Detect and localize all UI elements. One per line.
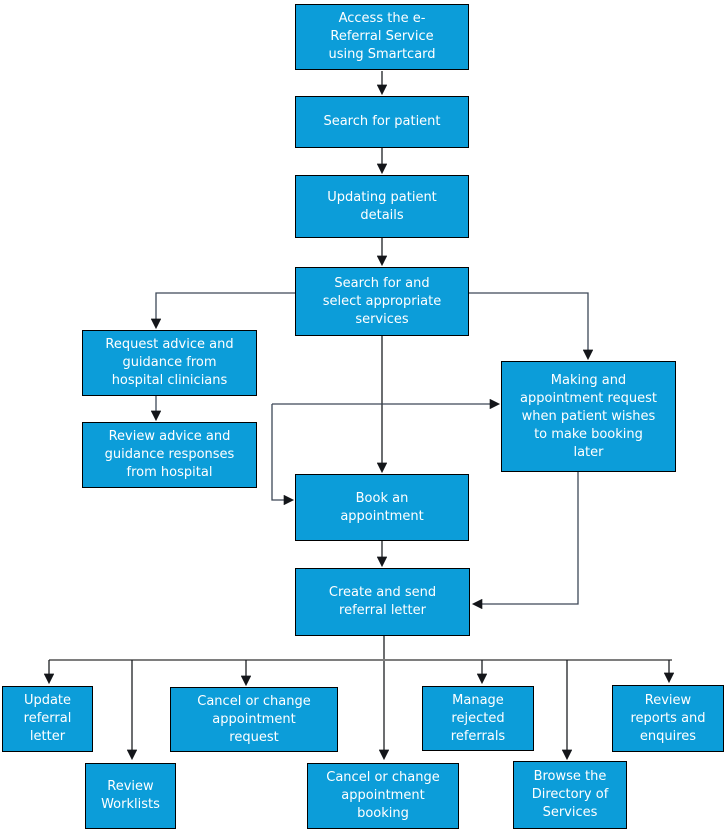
- node-manage-rejected-referrals: Manage rejected referrals: [422, 686, 534, 751]
- node-create-send-referral-letter: Create and send referral letter: [295, 568, 470, 636]
- node-review-reports-enquires: Review reports and enquires: [612, 685, 724, 752]
- connector-search-services-to-request-advice: [150, 292, 295, 330]
- node-browse-directory-of-services: Browse the Directory of Services: [513, 761, 627, 829]
- node-updating-patient-details: Updating patient details: [295, 175, 469, 238]
- node-search-select-services: Search for and select appropriate servic…: [295, 267, 469, 336]
- node-cancel-change-appointment-request: Cancel or change appointment request: [170, 687, 338, 752]
- node-request-advice-guidance: Request advice and guidance from hospita…: [82, 330, 257, 396]
- node-book-an-appointment: Book an appointment: [295, 474, 469, 541]
- node-making-appointment-request: Making and appointment request when pati…: [501, 361, 676, 472]
- node-update-referral-letter: Update referral letter: [2, 686, 93, 752]
- connector-making-request-to-create-letter: [471, 472, 579, 610]
- node-search-for-patient: Search for patient: [295, 96, 469, 148]
- node-review-worklists: Review Worklists: [85, 763, 176, 829]
- node-access-e-referral-service: Access the e- Referral Service using Sma…: [295, 4, 469, 70]
- node-cancel-change-appointment-booking: Cancel or change appointment booking: [307, 763, 459, 829]
- node-review-advice-responses: Review advice and guidance responses fro…: [82, 422, 257, 488]
- connector-into-book-appointment-left: [271, 404, 295, 506]
- connector-search-services-to-making-request: [469, 292, 594, 361]
